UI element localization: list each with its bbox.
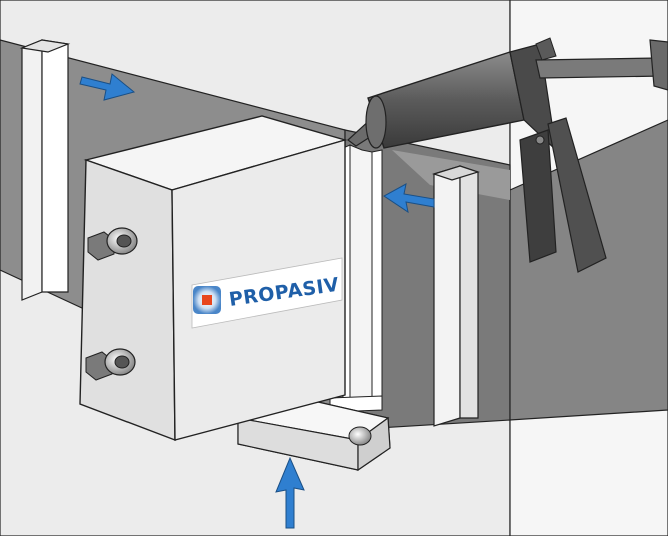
brand-label: PROPASIV — [191, 257, 343, 329]
arrow-right-icon — [79, 73, 136, 101]
right-vertical-strip — [432, 165, 480, 427]
bolt-icon — [87, 227, 138, 261]
bottom-bracket — [237, 401, 391, 472]
bolt-icon — [85, 348, 136, 381]
left-vertical-strip — [19, 39, 71, 301]
arrow-up-icon — [275, 456, 305, 529]
arrow-left-icon — [383, 183, 435, 214]
caulking-gun-icon — [347, 37, 668, 273]
logo-square-icon — [202, 295, 212, 305]
enclosure-box — [79, 115, 348, 442]
